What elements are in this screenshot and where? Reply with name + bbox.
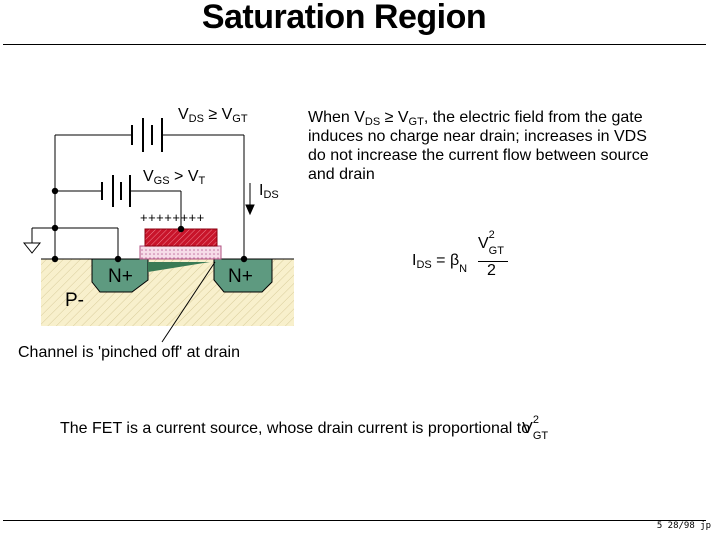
equation-fraction-bar [478, 261, 508, 262]
summary-text: The FET is a current source, whose drain… [60, 414, 549, 442]
pinch-caption: Channel is 'pinched off' at drain [18, 344, 240, 361]
drain-nplus-well [213, 258, 273, 293]
description-line-3: do not increase the current flow between… [308, 147, 649, 164]
substrate-label: P- [65, 290, 84, 311]
equation-lhs: IDS = βN [412, 252, 468, 275]
page-title: Saturation Region [201, 0, 487, 36]
description-line-4: and drain [308, 166, 375, 183]
vgs-label: VGS > VT [143, 168, 206, 187]
description: When VDS ≥ VGT, the electric field from … [308, 108, 649, 184]
ground-icon [22, 242, 42, 254]
vds-label: VDS ≥ VGT [178, 106, 248, 125]
channel-pinch [148, 262, 210, 272]
footer-rule [3, 520, 706, 521]
equation-denominator: 2 [487, 262, 496, 279]
source-label: N+ [108, 266, 133, 287]
description-line-2: induces no charge near drain; increases … [308, 128, 647, 145]
footer-date: 5 28/98 jp [656, 521, 711, 531]
title-rule [3, 44, 706, 45]
description-line-1: When VDS ≥ VGT, the electric field from … [308, 109, 643, 128]
drain-label: N+ [228, 266, 253, 287]
ids-label: IDS [259, 182, 279, 201]
vds-battery-icon [131, 118, 163, 152]
gate-oxide [139, 245, 222, 260]
gate-charge-label: ++++++++ [140, 210, 205, 225]
vgs-battery-icon [101, 175, 131, 207]
ids-arrow-icon [245, 183, 255, 216]
junction-dots [51, 187, 248, 263]
